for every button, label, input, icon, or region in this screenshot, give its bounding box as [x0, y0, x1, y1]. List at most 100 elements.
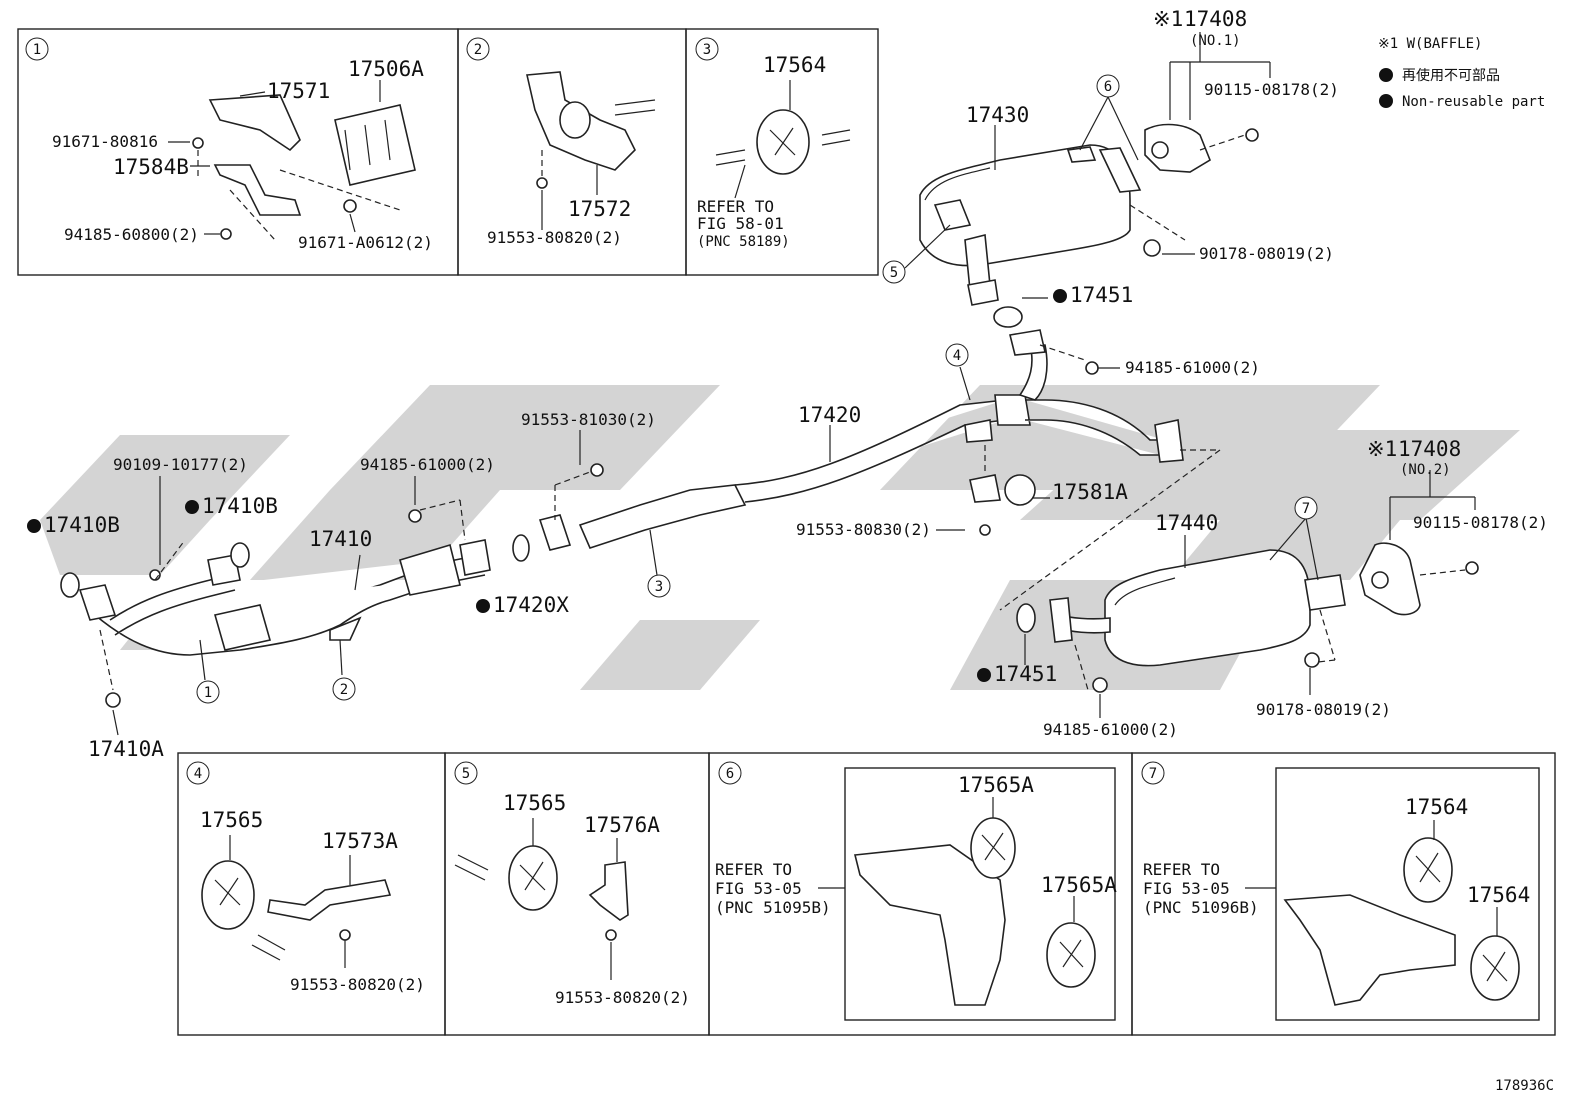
svg-text:Non-reusable part: Non-reusable part	[1402, 94, 1545, 110]
label-91671-A0612: 91671-A0612(2)	[298, 233, 433, 252]
muffler-17430	[919, 144, 1131, 267]
label-17576A: 17576A	[584, 813, 660, 837]
svg-text:7: 7	[1149, 766, 1157, 782]
refer-text: REFER TO	[1143, 860, 1220, 879]
pnc-ref: (PNC 51096B)	[1143, 898, 1259, 917]
fig-ref-53-05[interactable]: FIG 53-05	[1143, 879, 1230, 898]
diagram-id: 178936C	[1495, 1078, 1554, 1094]
center-converter	[578, 484, 747, 549]
label-17420: 17420	[798, 403, 861, 427]
refer-text: REFER TO	[697, 197, 774, 216]
label-17410: 17410	[309, 527, 372, 551]
damper-17581A	[1004, 474, 1036, 506]
detail-panel-2: 2 17572 91553-80820(2)	[457, 28, 687, 276]
label-91553-81030: 91553-81030(2)	[521, 410, 656, 429]
label-17410B-left: 17410B	[44, 513, 120, 537]
gasket-17410B-left	[60, 572, 80, 598]
callout-1: 1	[25, 37, 49, 61]
label-17408-no2-mark: ※1	[1367, 437, 1397, 461]
label-94185-61000-bottom: 94185-61000(2)	[1043, 720, 1178, 739]
svg-text:1: 1	[204, 685, 212, 701]
fig-ref-53-05[interactable]: FIG 53-05	[715, 879, 802, 898]
catalytic-converter-1	[213, 604, 272, 651]
svg-text:※1 W(BAFFLE): ※1 W(BAFFLE)	[1378, 36, 1482, 52]
main-assembly	[60, 32, 1479, 736]
detail-panel-1: 1 17506A 17571 91671-80816 17584B 94185-…	[17, 28, 459, 276]
label-17564-a: 17564	[1405, 795, 1468, 819]
label-17440: 17440	[1155, 511, 1218, 535]
label-91553-80820: 91553-80820(2)	[555, 988, 690, 1007]
fig-ref-58-01[interactable]: FIG 58-01	[697, 214, 784, 233]
label-17451-bottom: 17451	[994, 662, 1057, 686]
pnc-ref: (PNC 58189)	[697, 234, 790, 250]
label-90109-10177: 90109-10177(2)	[113, 455, 248, 474]
label-17565: 17565	[503, 791, 566, 815]
svg-text:4: 4	[953, 348, 961, 364]
label-17564: 17564	[763, 53, 826, 77]
label-91553-80830: 91553-80830(2)	[796, 520, 931, 539]
label-91671-80816: 91671-80816	[52, 132, 158, 151]
callout-7: 7	[1141, 761, 1165, 785]
svg-text:再使用不可部品: 再使用不可部品	[1402, 67, 1500, 84]
svg-text:3: 3	[655, 579, 663, 595]
svg-text:7: 7	[1302, 501, 1310, 517]
label-90178-08019-b: 90178-08019(2)	[1256, 700, 1391, 719]
label-94185-61000-top: 94185-61000(2)	[1125, 358, 1260, 377]
svg-text:1: 1	[33, 42, 41, 58]
svg-text:6: 6	[1104, 79, 1112, 95]
non-reusable-dot-icon	[27, 519, 41, 533]
label-17408-no2: 17408	[1398, 437, 1461, 461]
detail-panel-5: 5 17565 17576A 91553-80820(2)	[444, 752, 710, 1036]
muffler-17440	[1104, 549, 1311, 667]
label-17572: 17572	[568, 197, 631, 221]
callout-3: 3	[647, 574, 671, 598]
callout-5: 5	[454, 761, 478, 785]
svg-text:5: 5	[462, 766, 470, 782]
callout-2: 2	[332, 677, 356, 701]
detail-panel-3: 3 17564 REFER TO FIG 58-01 (PNC 58189)	[685, 28, 879, 276]
label-17581A: 17581A	[1052, 480, 1128, 504]
non-reusable-dot-icon	[1053, 289, 1067, 303]
label-17430: 17430	[966, 103, 1029, 127]
label-17565: 17565	[200, 808, 263, 832]
label-17565A-a: 17565A	[958, 773, 1034, 797]
rubber-hanger-icon	[201, 860, 255, 930]
label-94185-61000-mid: 94185-61000(2)	[360, 455, 495, 474]
main-callouts: 6 5 4 3 7 1 2	[196, 74, 1318, 704]
callout-4: 4	[945, 343, 969, 367]
non-reusable-dot-icon	[1379, 94, 1393, 108]
baffle-17408-no2	[1359, 542, 1421, 616]
non-reusable-dot-icon	[476, 599, 490, 613]
svg-text:2: 2	[474, 42, 482, 58]
label-17571: 17571	[267, 79, 330, 103]
catalytic-converter-2	[399, 543, 461, 596]
svg-text:4: 4	[194, 766, 202, 782]
label-17410B-right: 17410B	[202, 494, 278, 518]
label-no1: (NO.1)	[1190, 33, 1241, 49]
label-17420X: 17420X	[493, 593, 569, 617]
callout-3: 3	[695, 37, 719, 61]
gasket-17420X	[512, 534, 530, 562]
gasket-17451-bottom	[1016, 603, 1036, 633]
label-17506A: 17506A	[348, 57, 424, 81]
callout-6: 6	[1096, 74, 1120, 98]
callout-5: 5	[882, 260, 906, 284]
label-17584B: 17584B	[113, 155, 189, 179]
label-no2: (NO.2)	[1400, 462, 1451, 478]
label-94185-60800: 94185-60800(2)	[64, 225, 199, 244]
non-reusable-dot-icon	[1379, 68, 1393, 82]
label-17451-top: 17451	[1070, 283, 1133, 307]
label-90115-08178-b: 90115-08178(2)	[1413, 513, 1548, 532]
label-17408-no1: 17408	[1184, 7, 1247, 31]
gasket-17451-top	[993, 306, 1023, 328]
callout-6: 6	[718, 761, 742, 785]
main-labels: ※1 17408 (NO.1) 90115-08178(2) 17430 901…	[27, 7, 1548, 761]
pnc-ref: (PNC 51095B)	[715, 898, 831, 917]
detail-panel-7: 7 REFER TO FIG 53-05 (PNC 51096B) 17564 …	[1131, 752, 1556, 1036]
label-17410A: 17410A	[88, 737, 164, 761]
detail-panel-6: 6 REFER TO FIG 53-05 (PNC 51095B) 17565A…	[708, 752, 1133, 1036]
svg-text:3: 3	[703, 42, 711, 58]
non-reusable-dot-icon	[185, 500, 199, 514]
label-17565A-b: 17565A	[1041, 873, 1117, 897]
refer-text: REFER TO	[715, 860, 792, 879]
